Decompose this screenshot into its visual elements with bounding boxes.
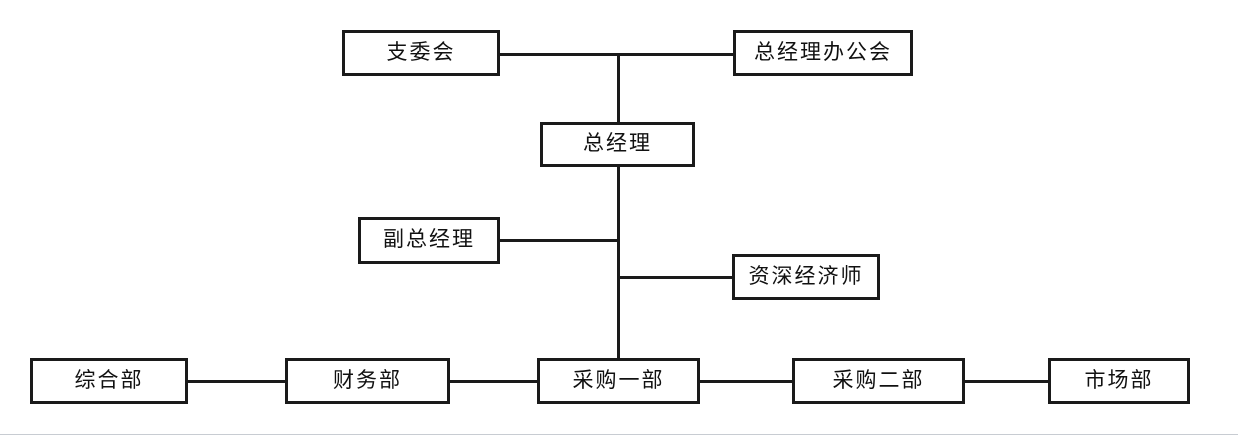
node-label: 综合部 bbox=[74, 367, 144, 392]
node-label: 支委会 bbox=[386, 39, 456, 64]
edge-trunk-general-manager-to-purchasing-one bbox=[617, 166, 620, 359]
node-marketing-department[interactable]: 市场部 bbox=[1048, 358, 1190, 404]
edge-trunk-to-deputy-gm bbox=[500, 239, 620, 242]
node-label: 副总经理 bbox=[383, 227, 475, 251]
node-label: 市场部 bbox=[1084, 367, 1154, 392]
node-party-committee[interactable]: 支委会 bbox=[342, 30, 500, 76]
node-label: 财务部 bbox=[333, 367, 402, 392]
page-bottom-rule bbox=[0, 434, 1238, 435]
node-senior-economist[interactable]: 资深经济师 bbox=[732, 254, 880, 300]
node-deputy-general-manager[interactable]: 副总经理 bbox=[358, 217, 500, 264]
edge-purchasing-one-to-purchasing-two bbox=[700, 380, 794, 383]
edge-general-affairs-to-finance bbox=[188, 380, 287, 383]
node-purchasing-department-one[interactable]: 采购一部 bbox=[537, 358, 700, 404]
node-finance-department[interactable]: 财务部 bbox=[285, 358, 450, 404]
node-label: 采购一部 bbox=[572, 367, 665, 392]
node-purchasing-department-two[interactable]: 采购二部 bbox=[792, 358, 965, 404]
node-gm-office-meeting[interactable]: 总经理办公会 bbox=[733, 30, 913, 76]
node-general-affairs-department[interactable]: 综合部 bbox=[30, 358, 188, 404]
edge-trunk-to-senior-economist bbox=[617, 276, 735, 279]
node-label: 采购二部 bbox=[832, 367, 925, 392]
node-label: 总经理 bbox=[583, 131, 652, 155]
edge-party-committee-to-gm-office bbox=[500, 53, 733, 56]
edge-gm-office-to-general-manager bbox=[617, 54, 620, 123]
node-general-manager[interactable]: 总经理 bbox=[540, 122, 695, 167]
node-label: 资深经济师 bbox=[748, 263, 864, 288]
edge-purchasing-two-to-marketing bbox=[965, 380, 1050, 383]
node-label: 总经理办公会 bbox=[754, 39, 892, 64]
edge-finance-to-purchasing-one bbox=[450, 380, 539, 383]
